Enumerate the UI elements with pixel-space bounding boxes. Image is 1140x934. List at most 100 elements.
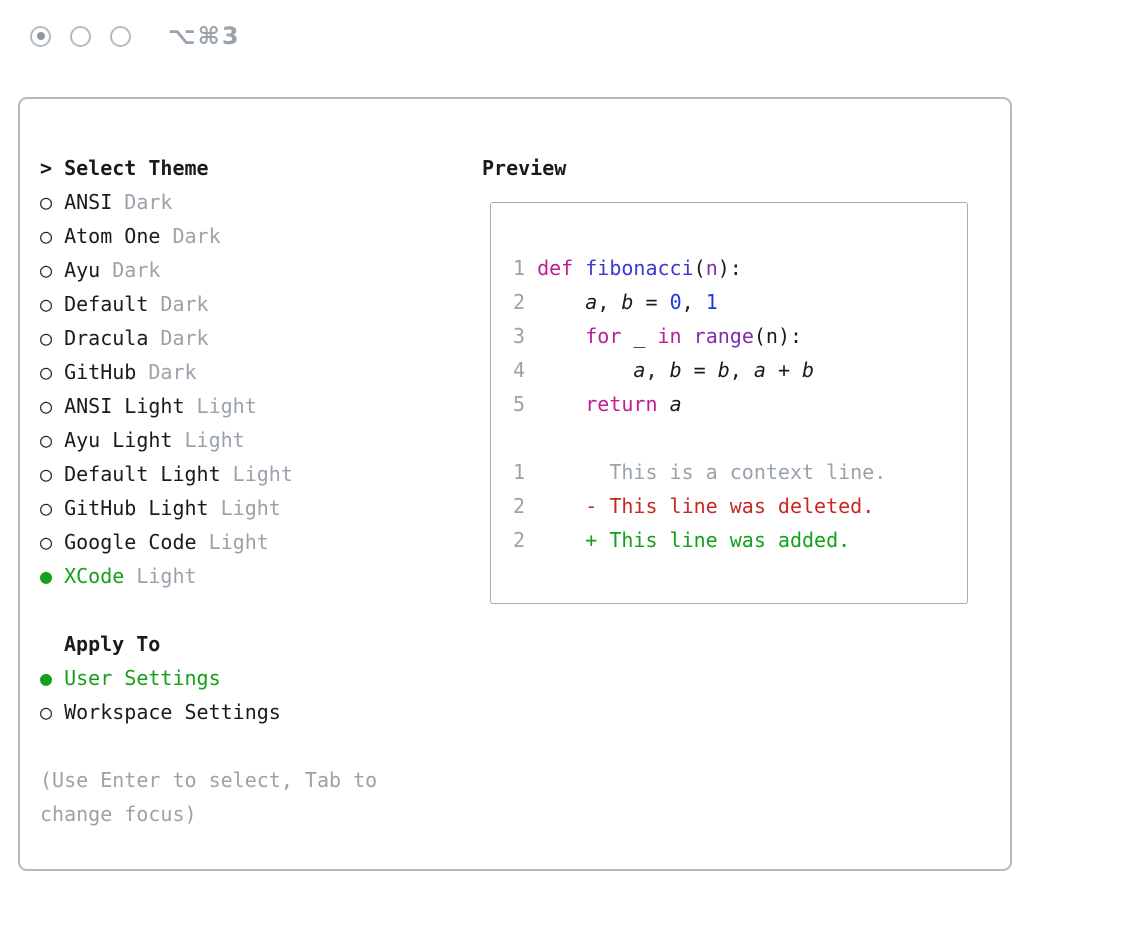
theme-option-ayu[interactable]: ○ Ayu Dark: [40, 253, 464, 287]
code-token: [537, 358, 633, 382]
theme-option-atom-one[interactable]: ○ Atom One Dark: [40, 219, 464, 253]
titlebar: ⌥⌘3: [30, 22, 241, 50]
radio-icon: ○: [40, 326, 53, 350]
line-number: 2: [513, 528, 526, 552]
radio-icon: ○: [40, 496, 53, 520]
theme-name: GitHub: [52, 360, 137, 384]
traffic-light-icon[interactable]: [70, 25, 91, 47]
code-token: 0: [669, 290, 682, 314]
code-token: (n):: [753, 324, 803, 348]
code-token: a: [585, 290, 598, 314]
theme-option-default-light[interactable]: ○ Default Light Light: [40, 457, 464, 491]
line-number: 3: [513, 324, 526, 348]
page-title: Select Theme: [64, 156, 209, 180]
code-token: a: [753, 358, 766, 382]
theme-variant: Light: [124, 564, 197, 588]
code-token: +: [765, 358, 803, 382]
diff-block: 1 This is a context line.2 - This line w…: [513, 455, 967, 557]
theme-option-xcode[interactable]: ● XCode Light: [40, 559, 464, 593]
code-token: b: [669, 358, 682, 382]
radio-icon: ○: [40, 258, 53, 282]
radio-icon: ○: [40, 530, 53, 554]
theme-list-panel: > Select Theme ○ ANSI Dark○ Atom One Dar…: [20, 99, 464, 869]
diff-line-context: 1 This is a context line.: [513, 455, 967, 489]
theme-picker-window: > Select Theme ○ ANSI Dark○ Atom One Dar…: [18, 97, 1012, 871]
radio-icon: ○: [40, 190, 53, 214]
radio-icon: ○: [40, 394, 53, 418]
code-token: [537, 392, 585, 416]
apply-to-title: Apply To: [64, 632, 161, 656]
radio-icon: ○: [40, 462, 53, 486]
theme-option-default[interactable]: ○ Default Dark: [40, 287, 464, 321]
theme-option-ansi[interactable]: ○ ANSI Dark: [40, 185, 464, 219]
code-token: [682, 324, 694, 348]
diff-text: - This line was deleted.: [537, 494, 875, 518]
keyboard-shortcut: ⌥⌘3: [168, 22, 241, 50]
radio-icon: ○: [40, 360, 53, 384]
code-token: 1: [705, 290, 718, 314]
theme-option-dracula[interactable]: ○ Dracula Dark: [40, 321, 464, 355]
cursor-prefix: >: [40, 156, 53, 180]
apply-to-list: ● User Settings○ Workspace Settings: [40, 661, 464, 729]
theme-variant: Dark: [160, 224, 221, 248]
spacer: [40, 593, 464, 627]
theme-name: Atom One: [52, 224, 161, 248]
radio-icon: ○: [40, 292, 53, 316]
apply-option-workspace-settings[interactable]: ○ Workspace Settings: [40, 695, 464, 729]
theme-option-ayu-light[interactable]: ○ Ayu Light Light: [40, 423, 464, 457]
preview-panel: Preview 1 def fibonacci(n):2 a, b = 0, 1…: [464, 99, 1010, 869]
theme-option-ansi-light[interactable]: ○ ANSI Light Light: [40, 389, 464, 423]
code-token: ,: [681, 290, 706, 314]
diff-line-deleted: 2 - This line was deleted.: [513, 489, 967, 523]
theme-variant: Light: [196, 530, 269, 554]
line-number: 2: [513, 290, 526, 314]
theme-name: GitHub Light: [52, 496, 209, 520]
theme-option-github[interactable]: ○ GitHub Dark: [40, 355, 464, 389]
theme-variant: Dark: [100, 258, 161, 282]
theme-name: Default Light: [52, 462, 221, 486]
code-token: fibonacci: [585, 256, 694, 280]
traffic-light-dot-icon: [36, 32, 45, 40]
traffic-light-icon[interactable]: [110, 25, 131, 47]
theme-name: Dracula: [52, 326, 149, 350]
theme-name: XCode: [52, 564, 125, 588]
help-text-line-2: change focus): [40, 802, 197, 826]
theme-variant: Dark: [148, 292, 209, 316]
code-token: in: [657, 324, 682, 348]
code-line: 1 def fibonacci(n):: [513, 251, 967, 285]
radio-icon: ○: [40, 428, 53, 452]
code-line: 5 return a: [513, 387, 967, 421]
preview-title: Preview: [482, 156, 567, 180]
theme-name: Ayu Light: [52, 428, 173, 452]
theme-variant: Light: [220, 462, 293, 486]
line-number: 5: [513, 392, 526, 416]
traffic-light-active-icon[interactable]: [30, 25, 51, 47]
code-token: [537, 290, 585, 314]
code-token: b: [717, 358, 730, 382]
apply-option-label: Workspace Settings: [52, 700, 281, 724]
theme-option-google-code[interactable]: ○ Google Code Light: [40, 525, 464, 559]
code-token: def: [537, 256, 586, 280]
theme-name: Google Code: [52, 530, 197, 554]
line-number: 1: [513, 256, 526, 280]
code-line: 3 for _ in range(n):: [513, 319, 967, 353]
radio-icon: ○: [40, 700, 53, 724]
line-number: 2: [513, 494, 526, 518]
apply-option-user-settings[interactable]: ● User Settings: [40, 661, 464, 695]
code-token: ,: [645, 358, 670, 382]
theme-name: ANSI Light: [52, 394, 185, 418]
theme-option-github-light[interactable]: ○ GitHub Light Light: [40, 491, 464, 525]
line-number: 4: [513, 358, 526, 382]
diff-text: + This line was added.: [537, 528, 851, 552]
code-token: a: [633, 358, 646, 382]
radio-icon: ○: [40, 224, 53, 248]
code-token: b: [802, 358, 815, 382]
help-text-line-1: (Use Enter to select, Tab to: [40, 768, 378, 792]
code-line: 2 a, b = 0, 1: [513, 285, 967, 319]
code-token: return: [585, 392, 658, 416]
apply-option-label: User Settings: [52, 666, 221, 690]
line-number: 1: [513, 460, 526, 484]
radio-selected-icon: ●: [40, 564, 53, 588]
theme-name: Ayu: [52, 258, 101, 282]
